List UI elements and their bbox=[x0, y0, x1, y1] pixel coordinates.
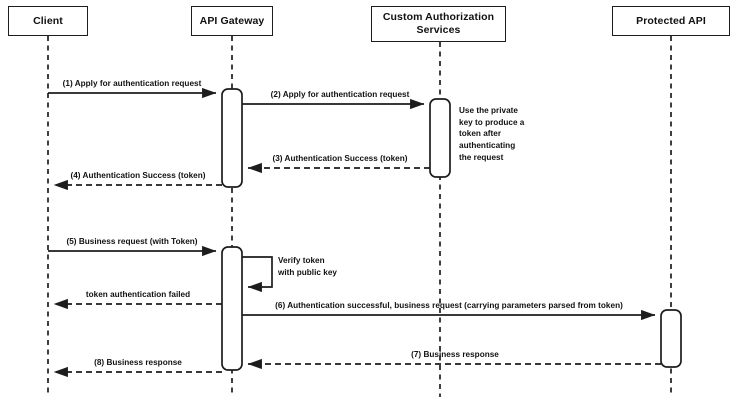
participant-label-auth-line1: Custom Authorization bbox=[382, 11, 495, 24]
activation-protected bbox=[660, 309, 682, 368]
note-private-key-line2: key to produce a bbox=[459, 117, 525, 127]
activation-boxes bbox=[221, 88, 682, 371]
participant-label-protected: Protected API bbox=[636, 14, 706, 27]
participant-label-client: Client bbox=[33, 14, 63, 27]
message-arrows bbox=[48, 87, 661, 378]
participant-label-gateway: API Gateway bbox=[199, 14, 265, 27]
participant-header-gateway[interactable]: API Gateway bbox=[191, 6, 273, 36]
activation-auth-phase1 bbox=[429, 98, 451, 178]
activation-gateway-phase1 bbox=[221, 88, 243, 188]
message-label-8: (8) Business response bbox=[94, 358, 182, 367]
note-private-key-line5: the request bbox=[459, 152, 504, 162]
note-private-key-line1: Use the private bbox=[459, 106, 518, 115]
participant-header-client[interactable]: Client bbox=[8, 6, 88, 36]
participant-label-auth-line2: Services bbox=[416, 24, 461, 36]
self-message-label-line2: with public key bbox=[278, 268, 337, 277]
self-message-label-line1: Verify token bbox=[278, 256, 325, 265]
message-label-7: (7) Business response bbox=[411, 350, 499, 359]
message-label-2: (2) Apply for authentication request bbox=[270, 90, 410, 99]
message-label-5: (5) Business request (with Token) bbox=[66, 237, 198, 246]
participant-header-protected[interactable]: Protected API bbox=[612, 6, 730, 36]
arrow-self-message-verify-token bbox=[242, 256, 273, 293]
note-private-key: Use the private key to produce a token a… bbox=[459, 105, 534, 163]
participant-header-auth[interactable]: Custom Authorization Services bbox=[371, 6, 506, 42]
message-label-3: (3) Authentication Success (token) bbox=[272, 154, 408, 163]
message-label-6: (6) Authentication successful, business … bbox=[275, 301, 623, 310]
message-label-4: (4) Authentication Success (token) bbox=[70, 171, 206, 180]
activation-gateway-phase2 bbox=[221, 246, 243, 371]
note-private-key-line4: authenticating bbox=[459, 140, 516, 150]
message-label-1: (1) Apply for authentication request bbox=[62, 79, 202, 88]
message-label-token-authentication-failed: token authentication failed bbox=[85, 290, 191, 299]
note-private-key-line3: token after bbox=[459, 129, 502, 139]
